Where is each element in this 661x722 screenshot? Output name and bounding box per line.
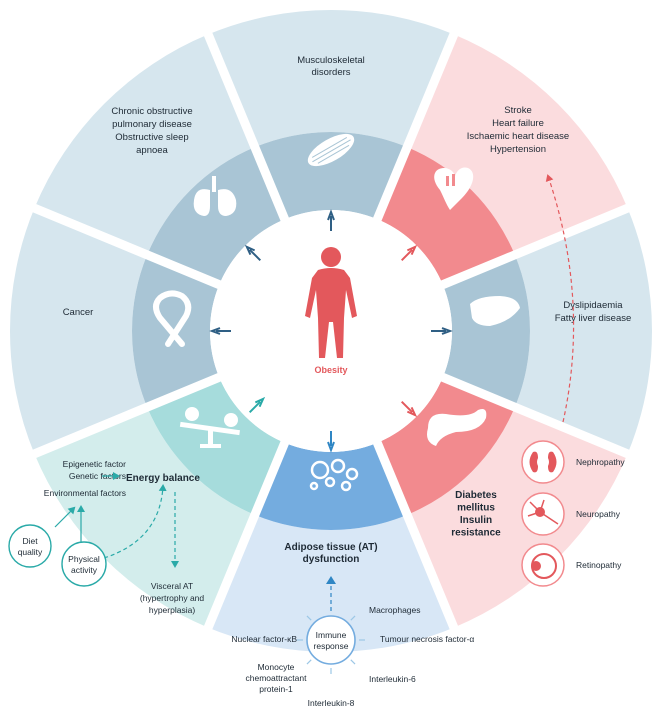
arrow-energy <box>248 396 266 414</box>
label-environmental: Environmental factors <box>44 488 126 498</box>
arrow-musculoskeletal <box>327 209 335 231</box>
sector-gap <box>372 439 460 633</box>
label-il-6: Interleukin-6 <box>369 674 416 684</box>
heart-icon <box>434 167 474 210</box>
sector-inner-liver <box>442 254 530 408</box>
immune-ray <box>350 615 356 621</box>
immune-rays <box>297 615 365 674</box>
sector-inner-pulmonary <box>147 147 285 285</box>
sector-gap <box>202 439 290 633</box>
immune-ray <box>306 615 312 621</box>
sector-outer-energy <box>34 407 255 628</box>
sector-outer-cancer <box>10 208 148 454</box>
neuron-icon <box>521 492 565 536</box>
label-cancer: Cancer <box>63 307 94 318</box>
arrow-adipose <box>327 431 335 453</box>
activity-to-energy-arrow <box>103 484 167 559</box>
sector-gap <box>202 29 290 223</box>
sector-inner-cardio <box>377 147 515 285</box>
sector-gap <box>29 372 223 460</box>
label-energy-balance: Energy balance <box>126 473 200 484</box>
sector-outer-cardio <box>407 34 628 255</box>
lungs-icon <box>193 176 237 216</box>
diet-to-env-arrow <box>54 506 76 528</box>
label-retinopathy: Retinopathy <box>576 560 622 570</box>
center-label: Obesity <box>314 365 347 375</box>
label-macrophages: Macrophages <box>369 605 421 615</box>
diabetes-to-cardio-arrow <box>545 174 575 423</box>
label-nf-kb: Nuclear factor-κB <box>231 634 297 644</box>
arrow-diabetes <box>401 401 418 418</box>
arrow-liver <box>431 327 453 335</box>
pancreas-icon <box>427 409 487 446</box>
liver-icon <box>470 296 520 326</box>
center-disc <box>210 210 452 452</box>
label-il-8: Interleukin-8 <box>308 698 355 708</box>
sector-gap <box>372 29 460 223</box>
sector-gap <box>439 202 633 290</box>
sector-outer-pulmonary <box>34 34 255 255</box>
arrow-pulmonary <box>244 244 261 261</box>
cancer-ribbon-icon <box>153 290 192 347</box>
sector-outer-liver <box>514 208 652 454</box>
center-arrows <box>209 209 453 453</box>
label-nephropathy: Nephropathy <box>576 457 625 467</box>
sector-gap <box>29 202 223 290</box>
eye-icon <box>521 543 565 587</box>
label-tnf-alpha: Tumour necrosis factor-α <box>380 634 474 644</box>
sector-outer-musculoskeletal <box>208 10 454 148</box>
sector-inner-musculoskeletal <box>254 132 408 220</box>
label-epigenetic: Epigenetic factor <box>63 459 126 469</box>
label-adipose: Adipose tissue (AT)dysfunction <box>284 542 377 565</box>
muscle-icon <box>307 133 355 167</box>
balance-scale-icon <box>179 407 240 448</box>
human-body-icon <box>305 247 357 358</box>
fat-cells-icon <box>309 458 359 492</box>
arrow-cancer <box>209 327 231 335</box>
immune-ray <box>306 659 312 665</box>
immune-ray <box>350 659 356 665</box>
kidney-icon <box>521 440 565 484</box>
label-genetic: Genetic factors <box>69 471 126 481</box>
sector-outer-diabetes <box>407 407 628 628</box>
sector-gap <box>439 372 633 460</box>
label-neuropathy: Neuropathy <box>576 509 621 519</box>
arrow-cardio <box>401 244 418 261</box>
